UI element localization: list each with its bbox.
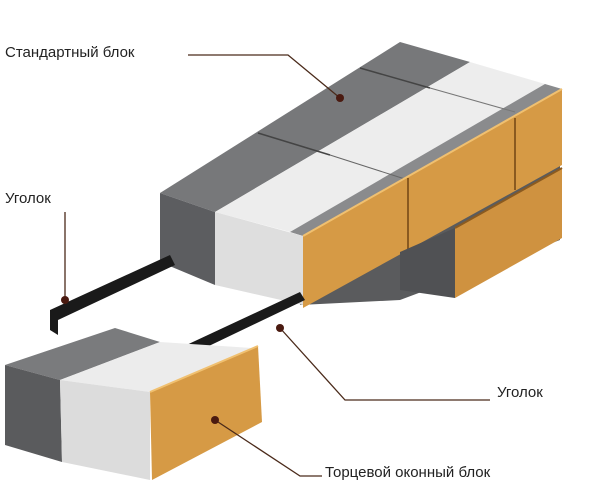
steel-angle-left [50,255,175,335]
support-dark [400,228,455,298]
leader-dot-angle-bottom [276,324,284,332]
steel-angle-right [180,292,305,370]
bricks-upper [303,89,562,308]
lower-top-light [60,342,252,392]
lower-brick [150,346,262,480]
lower-end-dark [5,365,62,462]
top-edge-strip [290,84,562,236]
leader-dot-end-block [211,416,219,424]
bricks-lower [455,168,562,298]
lower-top-dark [5,328,160,380]
lower-end-light [60,380,150,480]
label-angle-bottom: Уголок [497,384,543,401]
top-dark-strip [160,42,470,212]
end-light [215,212,303,305]
leader-dot-angle-top [61,296,69,304]
upper-wall [160,42,563,308]
label-angle-top: Уголок [5,190,51,207]
label-standard-block: Стандартный блок [5,44,135,61]
end-window-block [5,328,262,480]
leader-dot-standard [336,94,344,102]
end-dark [160,193,215,285]
top-light-strip [215,62,545,232]
label-end-window-block: Торцевой оконный блок [325,464,491,481]
leader-lines [64,54,490,477]
